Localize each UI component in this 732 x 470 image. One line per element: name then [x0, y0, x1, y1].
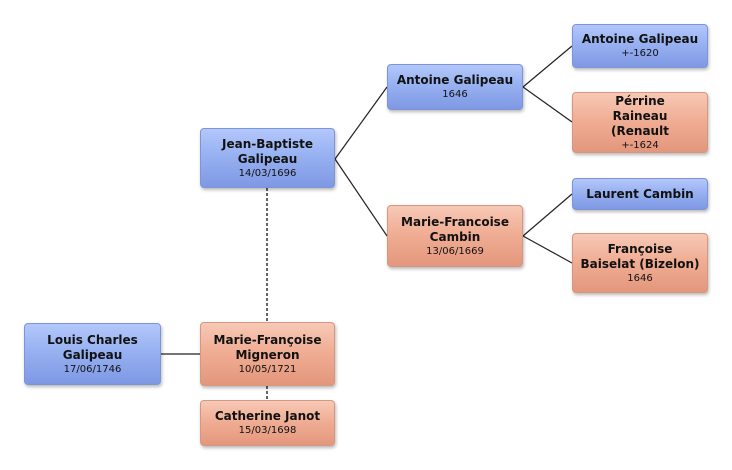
person-name: Catherine Janot — [214, 409, 321, 423]
person-date: 17/06/1746 — [63, 363, 122, 375]
person-antoine-galipeau-1620[interactable]: Antoine Galipeau +-1620 — [572, 24, 708, 68]
person-catherine-janot[interactable]: Catherine Janot 15/03/1698 — [200, 400, 335, 446]
person-name: Jean-Baptiste Galipeau — [222, 136, 313, 166]
person-date: 15/03/1698 — [238, 425, 297, 436]
connector-cambin-laurent — [522, 193, 573, 237]
person-name: Marie-Francoise Cambin — [401, 214, 509, 244]
connector-antoine-perrine — [522, 86, 573, 123]
person-date: 1646 — [442, 89, 468, 100]
person-name: Marie-Françoise Migneron — [213, 332, 322, 362]
connector-jean-marie-cambin — [334, 158, 388, 237]
person-date: +-1620 — [621, 48, 659, 59]
person-marie-francoise-cambin[interactable]: Marie-Francoise Cambin 13/06/1669 — [387, 205, 523, 267]
person-jean-baptiste-galipeau[interactable]: Jean-Baptiste Galipeau 14/03/1696 — [200, 128, 335, 188]
person-date: 10/05/1721 — [238, 363, 297, 375]
connector-cambin-francoise — [522, 235, 573, 264]
person-antoine-galipeau-1646[interactable]: Antoine Galipeau 1646 — [387, 64, 523, 110]
person-date: 13/06/1669 — [426, 245, 484, 257]
person-name: Louis Charles Galipeau — [47, 332, 138, 362]
person-marie-francoise-migneron[interactable]: Marie-Françoise Migneron 10/05/1721 — [200, 322, 335, 386]
person-francoise-baiselat[interactable]: Françoise Baiselat (Bizelon) 1646 — [572, 233, 708, 293]
person-name: Pérrine Raineau (Renault — [611, 93, 669, 138]
person-date: +-1624 — [621, 139, 659, 151]
person-perrine-raineau[interactable]: Pérrine Raineau (Renault +-1624 — [572, 92, 708, 153]
person-name: Laurent Cambin — [586, 186, 694, 201]
person-date: 1646 — [627, 272, 653, 284]
connector-antoine-antoine — [522, 45, 573, 88]
person-laurent-cambin[interactable]: Laurent Cambin — [572, 178, 708, 210]
person-name: Antoine Galipeau — [396, 73, 514, 87]
person-louis-charles-galipeau[interactable]: Louis Charles Galipeau 17/06/1746 — [24, 323, 161, 385]
person-name: Françoise Baiselat (Bizelon) — [580, 241, 700, 271]
person-date: 14/03/1696 — [238, 167, 297, 179]
connector-jean-antoine — [334, 86, 388, 160]
person-name: Antoine Galipeau — [581, 32, 699, 46]
